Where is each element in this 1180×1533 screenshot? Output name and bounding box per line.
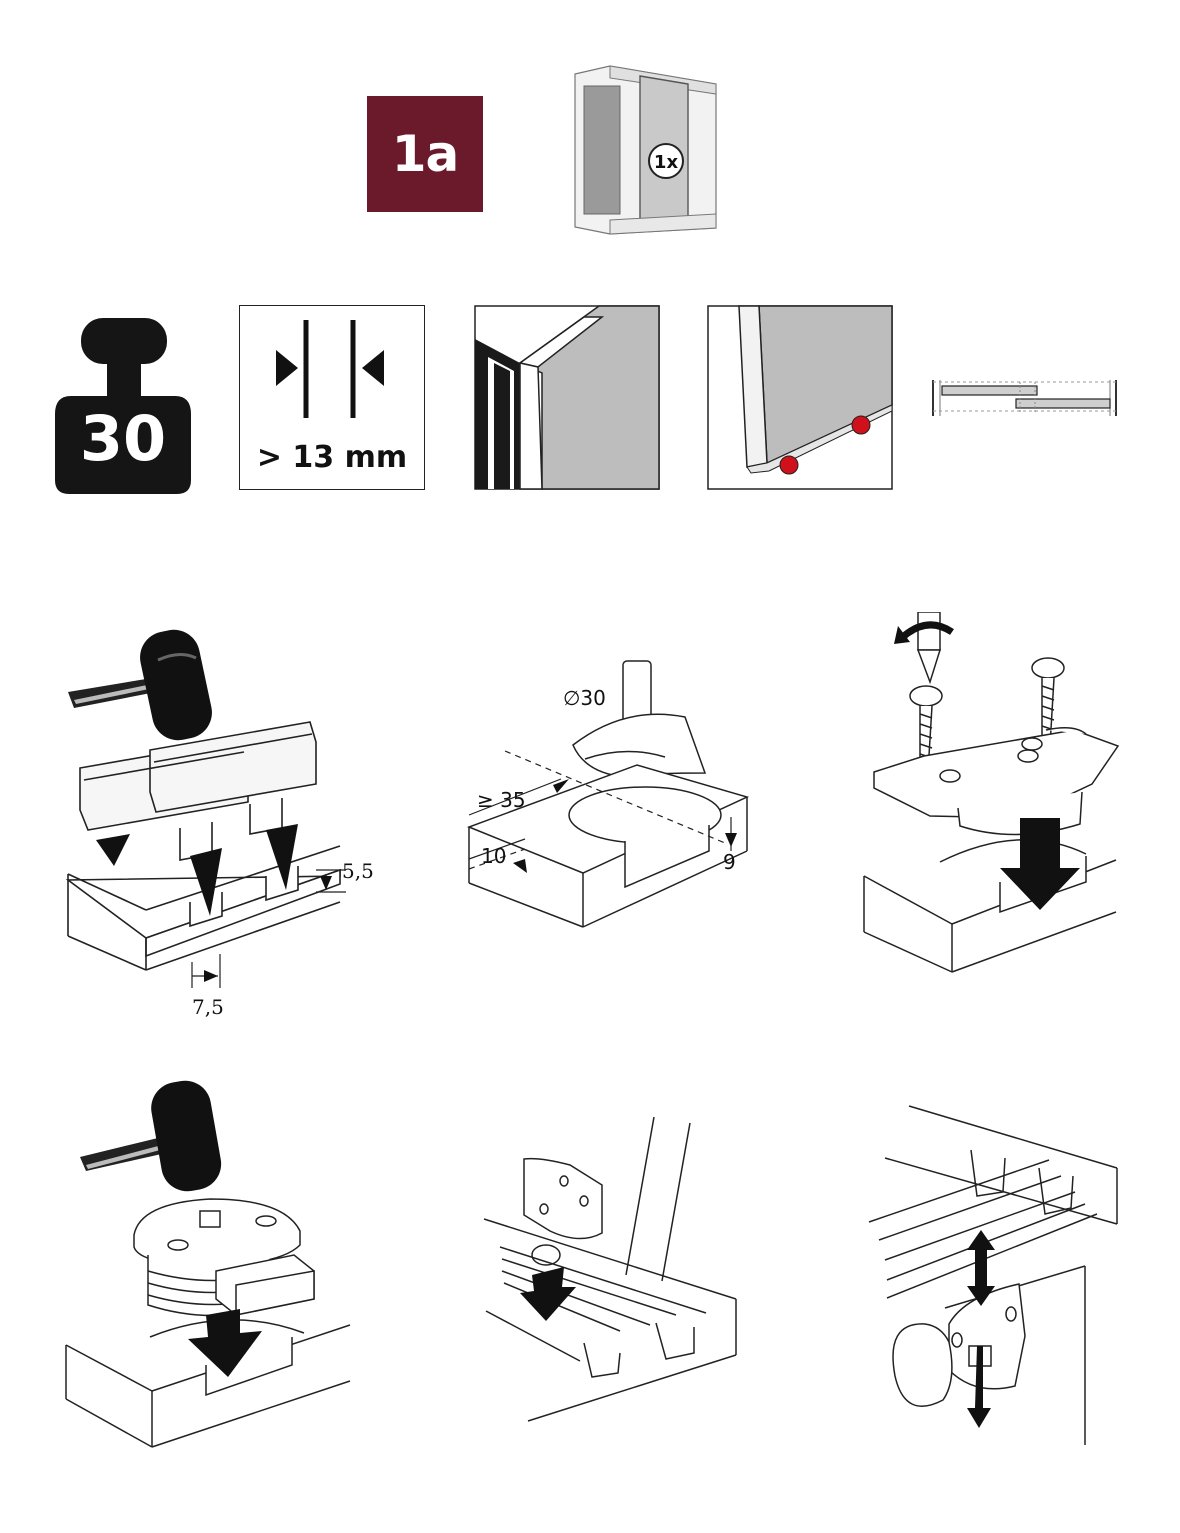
hammer-rails-step: 5,5 7,5 — [65, 629, 374, 1019]
bore-diameter-label: ∅30 — [563, 686, 606, 710]
min-thickness-label: > 13 mm — [256, 440, 408, 475]
quantity-label: 1x — [654, 152, 679, 173]
groove-depth-label: 5,5 — [342, 859, 374, 883]
corner-joint-icon — [474, 305, 660, 490]
screwdriver-icon — [894, 612, 954, 685]
roller-into-rail-step — [483, 1116, 737, 1422]
hammer-icon — [68, 629, 212, 741]
drill-bore-step: ∅30 ≥ 35 10 9 — [466, 660, 750, 928]
edge-distance-label: ≥ 35 — [477, 788, 526, 812]
screw-fitting-step — [863, 612, 1120, 973]
wardrobe-illustration: 1x — [574, 65, 717, 235]
thickness-icon: > 13 mm — [239, 305, 425, 490]
hammer-icon — [80, 1080, 222, 1192]
hang-door-step — [868, 1105, 1118, 1445]
hammer-fitting-step — [65, 1080, 351, 1448]
groove-offset-label: 7,5 — [192, 995, 224, 1019]
weight-icon: 30 — [53, 318, 193, 496]
door-rollers-icon — [707, 305, 893, 490]
max-weight-label: 30 — [79, 402, 167, 475]
bore-depth-label: 9 — [723, 850, 736, 874]
step-badge: 1a — [367, 96, 483, 212]
bore-offset-label: 10 — [481, 844, 506, 868]
overlap-doors-icon — [932, 380, 1117, 416]
